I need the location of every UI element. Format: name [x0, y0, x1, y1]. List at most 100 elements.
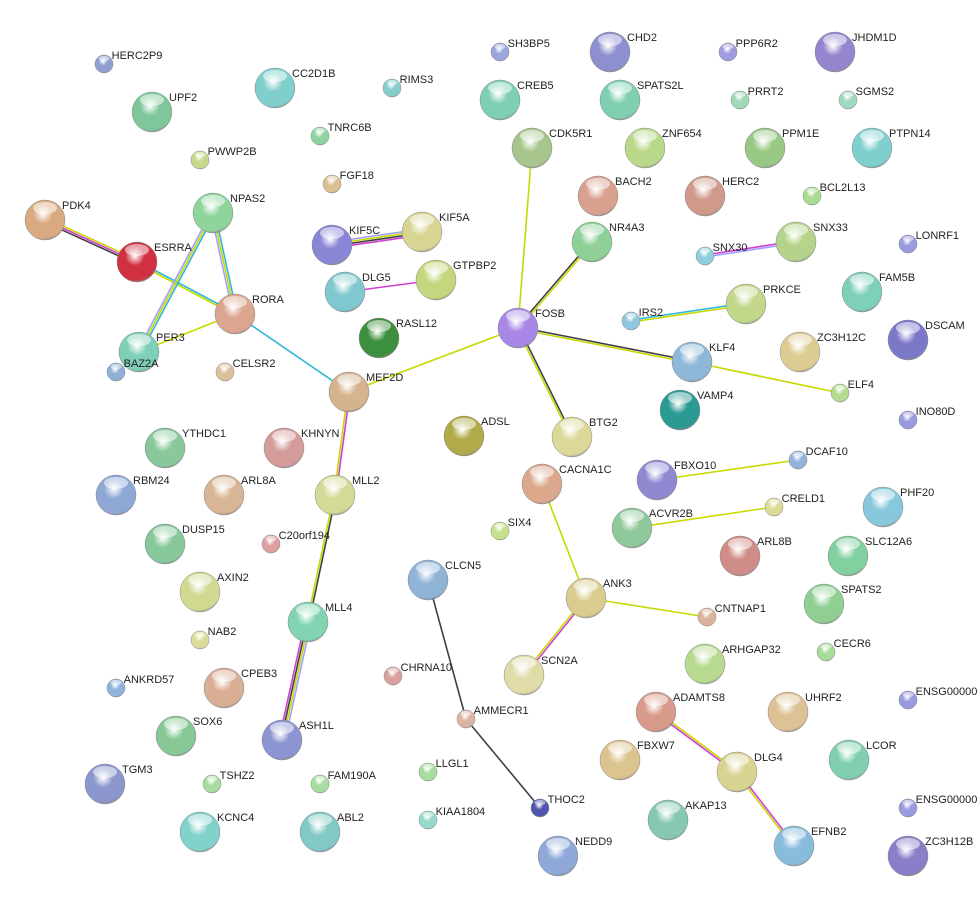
node-creb5[interactable]: CREB5: [479, 79, 554, 121]
node-rbm24[interactable]: RBM24: [95, 474, 170, 516]
edge-npas2-per3[interactable]: [136, 211, 216, 354]
node-abl2[interactable]: ABL2: [299, 811, 364, 853]
node-celsr2[interactable]: CELSR2: [215, 358, 275, 382]
node-cpeb3[interactable]: CPEB3: [203, 667, 277, 709]
node-ammecr1[interactable]: AMMECR1: [456, 705, 529, 729]
node-adamts8[interactable]: ADAMTS8: [635, 691, 725, 733]
edge-fosb-klf4[interactable]: [517, 326, 693, 364]
edge-mef2d-fosb[interactable]: [348, 327, 519, 393]
node-dlg4[interactable]: DLG4: [716, 751, 783, 793]
node-phf20[interactable]: PHF20: [862, 486, 934, 528]
node-pwwp2b[interactable]: PWWP2B: [190, 146, 257, 170]
node-spats2l[interactable]: SPATS2L: [599, 79, 684, 121]
node-tgm3[interactable]: TGM3: [84, 763, 153, 805]
node-fam5b[interactable]: FAM5B: [841, 271, 915, 313]
node-ash1l[interactable]: ASH1L: [261, 719, 334, 761]
node-snx33[interactable]: SNX33: [775, 221, 848, 263]
node-fbxw7[interactable]: FBXW7: [599, 739, 675, 781]
node-gtpbp2[interactable]: GTPBP2: [415, 259, 496, 301]
node-znf654[interactable]: ZNF654: [624, 127, 702, 169]
node-arhgap32[interactable]: ARHGAP32: [684, 643, 781, 685]
node-dscam[interactable]: DSCAM: [887, 319, 965, 361]
node-tnrc6b[interactable]: TNRC6B: [310, 122, 372, 146]
node-arl8b[interactable]: ARL8B: [719, 535, 792, 577]
edge-rora-mef2d[interactable]: [234, 313, 350, 393]
node-esrra[interactable]: ESRRA: [116, 241, 193, 283]
node-pdk4[interactable]: PDK4: [24, 199, 91, 241]
edge-mll2-mll4[interactable]: [306, 494, 337, 623]
node-rasl12[interactable]: RASL12: [358, 317, 437, 359]
node-mef2d[interactable]: MEF2D: [328, 371, 403, 413]
node-irs2[interactable]: IRS2: [621, 307, 663, 331]
edge-fosb-btg2[interactable]: [516, 327, 574, 438]
node-upf2[interactable]: UPF2: [131, 91, 197, 133]
node-ino80d[interactable]: INO80D: [898, 406, 955, 430]
node-cntnap1[interactable]: CNTNAP1: [697, 603, 766, 627]
node-acvr2b[interactable]: ACVR2B: [611, 507, 693, 549]
node-lcor[interactable]: LCOR: [828, 739, 897, 781]
node-rims3[interactable]: RIMS3: [382, 74, 433, 98]
node-vamp4[interactable]: VAMP4: [659, 389, 733, 431]
edge-fbxo10-dcaf10[interactable]: [656, 459, 799, 481]
edge-fosb-cdk5r1[interactable]: [517, 147, 533, 329]
node-herc2[interactable]: HERC2: [684, 175, 759, 217]
edge-ank3-cntnap1[interactable]: [585, 597, 708, 618]
node-kif5c[interactable]: KIF5C: [311, 224, 380, 266]
node-zc3h12b[interactable]: ZC3H12B: [887, 835, 973, 877]
node-mll4[interactable]: MLL4: [287, 601, 353, 643]
node-ensg00000[interactable]: ENSG00000: [898, 794, 977, 818]
node-cdk5r1[interactable]: CDK5R1: [511, 127, 592, 169]
node-baz2a[interactable]: BAZ2A: [106, 358, 159, 382]
node-creld1[interactable]: CRELD1: [764, 493, 825, 517]
node-nab2[interactable]: NAB2: [190, 626, 236, 650]
node-fgf18[interactable]: FGF18: [322, 170, 374, 194]
node-kif5a[interactable]: KIF5A: [401, 211, 470, 253]
node-tshz2[interactable]: TSHZ2: [202, 770, 254, 794]
node-cc2d1b[interactable]: CC2D1B: [254, 67, 335, 109]
node-elf4[interactable]: ELF4: [830, 379, 874, 403]
node-chrna10[interactable]: CHRNA10: [383, 662, 452, 686]
node-c20orf194[interactable]: C20orf194: [261, 530, 330, 554]
node-ythdc1[interactable]: YTHDC1: [144, 427, 226, 469]
node-ppm1e[interactable]: PPM1E: [744, 127, 819, 169]
node-scn2a[interactable]: SCN2A: [503, 654, 578, 696]
node-kiaa1804[interactable]: KIAA1804: [418, 806, 485, 830]
node-snx30[interactable]: SNX30: [695, 242, 748, 266]
node-fosb[interactable]: FOSB: [497, 307, 565, 349]
node-chd2[interactable]: CHD2: [589, 31, 657, 73]
node-klf4[interactable]: KLF4: [671, 341, 735, 383]
node-sgms2[interactable]: SGMS2: [838, 86, 894, 110]
node-dlg5[interactable]: DLG5: [324, 271, 391, 313]
node-nedd9[interactable]: NEDD9: [537, 835, 612, 877]
node-spats2[interactable]: SPATS2: [803, 583, 882, 625]
node-efnb2[interactable]: EFNB2: [773, 825, 846, 867]
node-per3[interactable]: PER3: [118, 331, 185, 373]
edge-ammecr1-thoc2[interactable]: [465, 718, 541, 809]
node-mll2[interactable]: MLL2: [314, 474, 380, 516]
node-bach2[interactable]: BACH2: [577, 175, 652, 217]
edge-clcn5-ammecr1[interactable]: [427, 579, 467, 720]
node-herc2p9[interactable]: HERC2P9: [94, 50, 162, 74]
node-prrt2[interactable]: PRRT2: [730, 86, 784, 110]
node-kcnc4[interactable]: KCNC4: [179, 811, 254, 853]
node-uhrf2[interactable]: UHRF2: [767, 691, 842, 733]
node-sox6[interactable]: SOX6: [155, 715, 222, 757]
node-ankrd57[interactable]: ANKRD57: [106, 674, 174, 698]
node-ppp6r2[interactable]: PPP6R2: [718, 38, 778, 62]
node-fam190a[interactable]: FAM190A: [310, 770, 377, 794]
node-ank3[interactable]: ANK3: [565, 577, 632, 619]
node-slc12a6[interactable]: SLC12A6: [827, 535, 912, 577]
node-adsl[interactable]: ADSL: [443, 415, 510, 457]
node-cecr6[interactable]: CECR6: [816, 638, 871, 662]
node-dcaf10[interactable]: DCAF10: [788, 446, 848, 470]
edge-acvr2b-creld1[interactable]: [631, 506, 775, 529]
edge-cacna1c-ank3[interactable]: [541, 483, 587, 599]
node-prkce[interactable]: PRKCE: [725, 283, 801, 325]
node-arl8a[interactable]: ARL8A: [203, 474, 277, 516]
node-npas2[interactable]: NPAS2: [192, 192, 265, 234]
node-nr4a3[interactable]: NR4A3: [571, 221, 644, 263]
node-rora[interactable]: RORA: [214, 293, 284, 335]
node-thoc2[interactable]: THOC2: [530, 794, 585, 818]
node-bcl2l13[interactable]: BCL2L13: [802, 182, 866, 206]
